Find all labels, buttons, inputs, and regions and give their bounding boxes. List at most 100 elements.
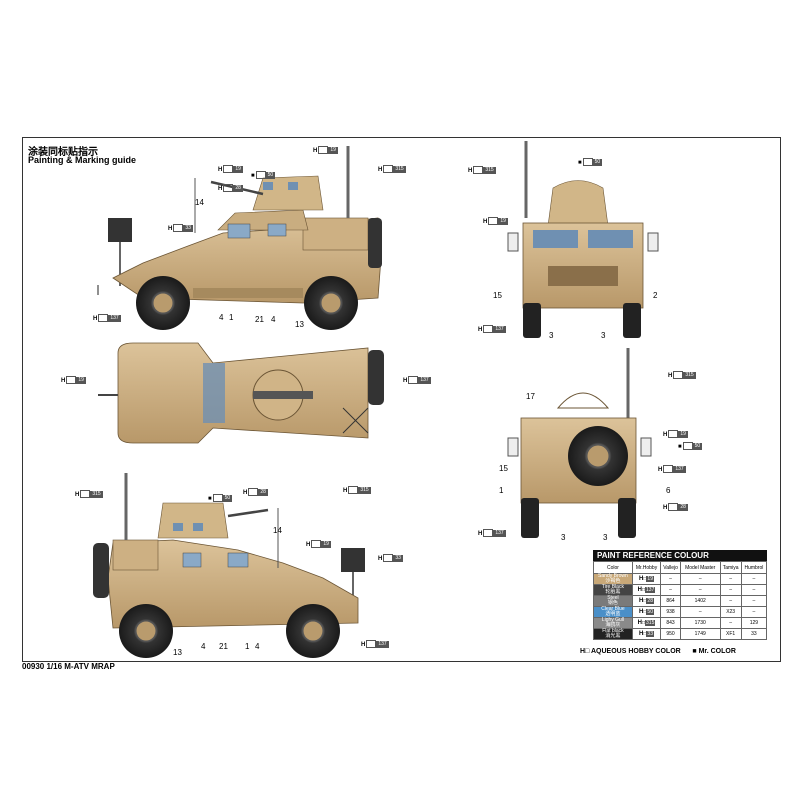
mr-color-icon: ■: [692, 648, 697, 655]
mrhobby-code: 19: [646, 576, 654, 582]
vehicle-drawings: [93, 141, 659, 658]
humbrol-cell: –: [740, 606, 768, 618]
tamiya-cell: –: [719, 595, 742, 607]
mrhobby-cell: H□33: [631, 628, 662, 640]
vallejo-cell: 864: [660, 595, 681, 607]
mrhobby-cell: H□19: [631, 573, 662, 585]
humbrol-cell: –: [740, 584, 768, 596]
part-number-3: 3: [549, 331, 554, 340]
part-number-13: 13: [295, 320, 304, 329]
humbrol-cell: –: [740, 573, 768, 585]
part-number-14b: 14: [273, 526, 282, 535]
side-view-right: [93, 473, 365, 658]
mrhobby-code: 33: [646, 631, 654, 637]
part-number-13b: 13: [173, 648, 182, 657]
part-number-3d: 3: [603, 533, 608, 542]
mrhobby-cell: H□315: [631, 617, 662, 629]
vallejo-cell: –: [660, 573, 681, 585]
color-name-cn: 消光黑: [605, 633, 621, 639]
part-number-4d: 4: [255, 642, 260, 651]
part-number-6: 6: [666, 486, 671, 495]
front-view: [507, 141, 659, 338]
color-name-cn: 海鸥灰: [605, 622, 621, 628]
model-footer: 00930 1/16 M-ATV MRAP: [22, 662, 115, 671]
legend: H□ AQUEOUS HOBBY COLOR ■ Mr. COLOR: [580, 648, 736, 655]
model-master-cell: 1749: [679, 628, 721, 640]
col-tamiya: Tamiya: [719, 561, 742, 574]
humbrol-cell: 33: [740, 628, 768, 640]
part-number-1: 1: [229, 313, 234, 322]
top-view: [98, 342, 384, 444]
tamiya-cell: XF1: [719, 628, 742, 640]
col-mrhobby: Mr.Hobby: [631, 561, 662, 574]
part-number-21b: 21: [219, 642, 228, 651]
mrhobby-code: 28: [646, 598, 654, 604]
part-number-3c: 3: [561, 533, 566, 542]
callout-rear-blue: ■50: [678, 442, 703, 450]
callout-side2-blue: ■50: [208, 494, 233, 502]
part-number-4c: 4: [201, 642, 206, 651]
marking-guide-sheet: 涂装同标贴指示 Painting & Marking guide: [22, 137, 781, 662]
color-name-cn: 轮胎黑: [605, 589, 621, 595]
mrhobby-code: 50: [646, 609, 654, 615]
part-number-15b: 15: [499, 464, 508, 473]
table-header-row: Color Mr.Hobby Vallejo Model Master Tami…: [593, 561, 768, 574]
title-chinese: 涂装同标贴指示: [28, 147, 98, 158]
callout-clear-blue: ■50: [251, 171, 276, 179]
model-master-cell: –: [679, 573, 721, 585]
part-number-4b: 4: [271, 315, 276, 324]
rear-view: [507, 348, 652, 538]
tamiya-cell: –: [719, 584, 742, 596]
model-master-cell: 1402: [679, 595, 721, 607]
humbrol-cell: –: [740, 595, 768, 607]
tamiya-cell: X23: [719, 606, 742, 618]
vallejo-cell: 938: [660, 606, 681, 618]
part-number-2: 2: [653, 291, 658, 300]
model-master-cell: –: [679, 584, 721, 596]
color-name: Flat black: [602, 628, 624, 634]
color-name: Clear Blue: [601, 606, 625, 612]
model-master-cell: 1730: [679, 617, 721, 629]
part-number-4: 4: [219, 313, 224, 322]
part-number-3b: 3: [601, 331, 606, 340]
col-model-master: Model Master: [679, 561, 721, 574]
side-view-left: [97, 146, 382, 330]
part-number-14: 14: [195, 198, 204, 207]
tamiya-cell: –: [719, 573, 742, 585]
vallejo-cell: 950: [660, 628, 681, 640]
color-name-cn: 钢色: [607, 600, 618, 606]
vallejo-cell: 843: [660, 617, 681, 629]
vallejo-cell: –: [660, 584, 681, 596]
tamiya-cell: –: [719, 617, 742, 629]
paint-table-title: PAINT REFERENCE COLOUR: [593, 550, 767, 561]
mrhobby-cell: H□28: [631, 595, 662, 607]
callout-front-blue: ■50: [578, 158, 603, 166]
mrhobby-code: 137: [645, 587, 656, 593]
part-number-1b: 1: [245, 642, 250, 651]
color-name: Sandy Brown: [598, 573, 628, 579]
